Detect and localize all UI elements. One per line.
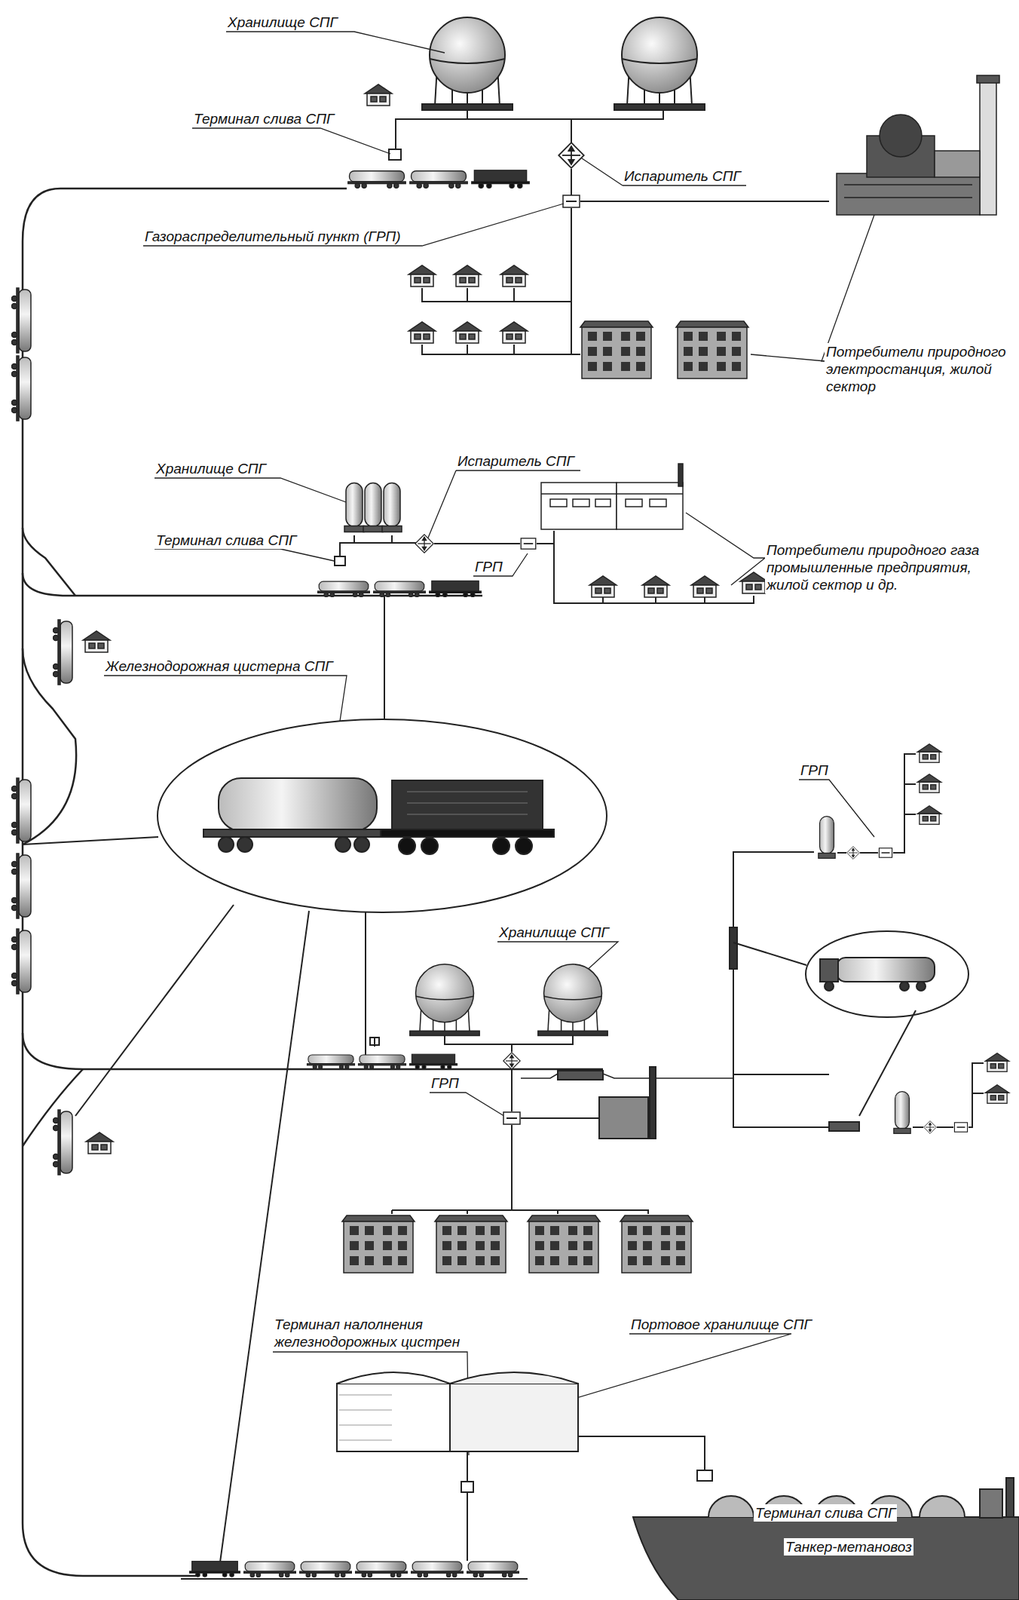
- top-terminal: [348, 17, 1000, 379]
- callout-label: Терминал слива СПГ: [192, 110, 336, 128]
- callout-label: ГРП: [798, 761, 830, 779]
- callout-label: Потребители природного газа промышленные…: [765, 541, 1013, 594]
- callout-label: Хранилище СПГ: [226, 13, 340, 31]
- callout-label: Испаритель СПГ: [455, 452, 576, 470]
- callout-label: ГРП: [429, 1074, 461, 1092]
- callout-label: Терминал налолнения железнодорожных цист…: [272, 1315, 472, 1350]
- callout-label: Терминал слива СПГ: [154, 531, 298, 549]
- second-terminal: [318, 463, 768, 720]
- callout-label: Портовое хранилище СПГ: [629, 1315, 814, 1333]
- callout-label: Танкер-метановоз: [783, 1537, 914, 1555]
- callout-label: Потребители природного электростанция, ж…: [824, 342, 1016, 395]
- callout-label: Железнодорожная цистерна СПГ: [104, 657, 335, 675]
- rail-tank-cars: [12, 287, 114, 1175]
- leader-lines: [104, 31, 950, 1572]
- third-terminal: [306, 963, 734, 1273]
- rail-tank-ellipse: [22, 719, 607, 1562]
- callout-label: Хранилище СПГ: [497, 923, 611, 941]
- callout-label: ГРП: [473, 557, 505, 576]
- callout-label: Испаритель СПГ: [622, 167, 743, 185]
- port-terminal: [180, 1371, 1019, 1600]
- truck-distribution: [729, 743, 1010, 1134]
- callout-label: Хранилище СПГ: [154, 459, 268, 478]
- callout-label: Терминал слива СПГ: [753, 1503, 897, 1521]
- callout-label: Газораспределительный пункт (ГРП): [143, 227, 403, 245]
